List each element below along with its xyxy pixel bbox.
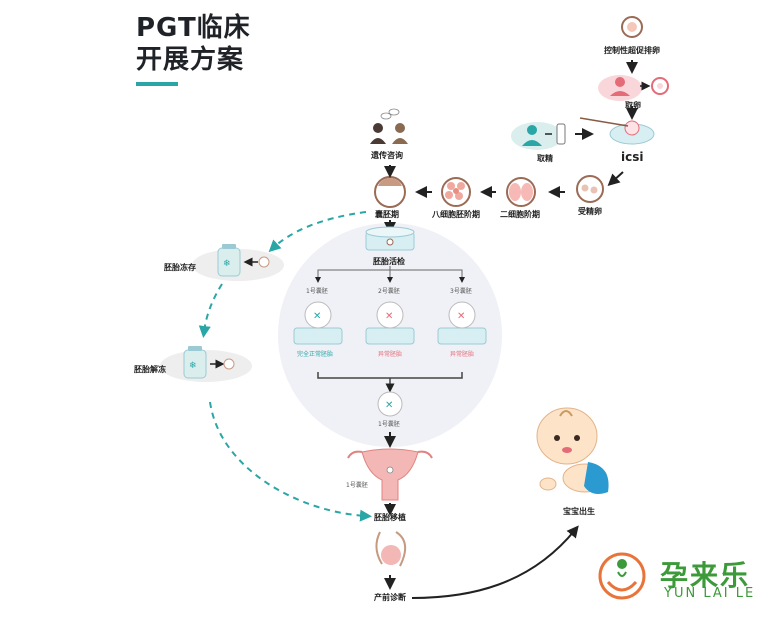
label-icsi: icsi [621,150,644,164]
label-embryo-2: 2号囊胚 [378,288,400,295]
label-transfer: 胚胎移植 [374,513,406,522]
label-fertilized-egg: 受精卵 [578,207,602,216]
label-uterus-embryo: 1号囊胚 [346,482,368,489]
page-title: PGT临床 开展方案 [136,12,251,76]
blastocyst-icon [374,176,406,208]
label-egg-retrieval: 取卵 [625,101,641,110]
logo-pinyin: YUN LAI LE [664,586,756,601]
embryo-freeze-icon: ❄ [192,244,284,281]
selected-embryo-icon: ✕ [377,391,403,417]
label-selected-embryo: 1号囊胚 [378,421,400,428]
label-embryo-freeze: 胚胎冻存 [164,263,196,272]
uterus-icon [347,448,433,501]
eight-cell-icon [441,177,471,207]
svg-text:✕: ✕ [457,311,465,322]
label-result-2: 异常胚胎 [378,351,403,358]
icsi-dish-icon [579,117,655,145]
title-line-2: 开展方案 [136,45,245,75]
label-baby-born: 宝宝出生 [563,507,595,516]
label-embryo-biopsy: 胚胎活检 [373,257,405,266]
baby-icon [536,407,609,494]
label-controlled-ovulation: 控制性超促排卵 [604,46,660,55]
label-blastocyst: 囊胚期 [375,210,399,219]
label-result-3: 异常胚胎 [450,351,475,358]
label-genetic-counseling: 遗传咨询 [371,151,403,160]
ovulation-egg-icon [621,16,643,38]
svg-text:✕: ✕ [385,311,393,322]
yunlaile-logo-icon [598,552,646,600]
embryo1-dish-icon: ✕ [293,301,343,345]
svg-text:❄: ❄ [223,259,231,269]
fertilized-egg-icon [576,175,604,203]
biopsy-dish-icon [365,226,415,251]
title-underline [136,82,178,86]
label-eight-cell: 八细胞胚阶期 [432,210,480,219]
svg-text:❄: ❄ [189,361,197,371]
label-two-cell: 二细胞阶期 [500,210,540,219]
embryo2-dish-icon: ✕ [365,301,415,345]
embryo-thaw-icon: ❄ [160,346,252,382]
pregnancy-icon [375,531,407,567]
logo-name: 孕来乐 [660,559,751,592]
svg-text:✕: ✕ [385,400,393,411]
two-cell-icon [506,177,536,207]
label-embryo-thaw: 胚胎解冻 [134,365,166,374]
svg-text:✕: ✕ [313,311,321,322]
embryo3-dish-icon: ✕ [437,301,487,345]
genetic-counseling-icon [370,108,408,144]
label-result-1: 完全正常胚胎 [297,351,334,358]
label-prenatal: 产前诊断 [374,593,406,602]
title-line-1: PGT临床 [136,13,251,43]
label-sperm-retrieval: 取精 [537,154,553,163]
label-embryo-3: 3号囊胚 [450,288,472,295]
sperm-retrieval-icon [511,122,594,150]
egg-retrieval-icon [598,75,669,101]
label-embryo-1: 1号囊胚 [306,288,328,295]
